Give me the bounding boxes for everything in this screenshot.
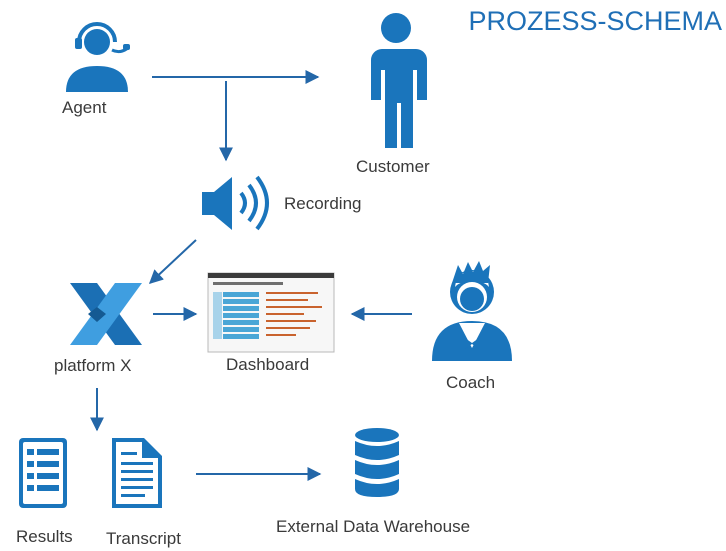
recording-label: Recording xyxy=(284,194,362,213)
connector-arrows xyxy=(90,70,412,481)
diagram-title: PROZESS-SCHEMA xyxy=(468,6,722,36)
warehouse-label: External Data Warehouse xyxy=(276,517,471,536)
coach-label: Coach xyxy=(446,373,496,392)
platform-label: platform X xyxy=(54,356,132,375)
coach-person-icon xyxy=(432,261,512,361)
results-list-icon xyxy=(19,438,67,508)
transcript-label: Transcript xyxy=(106,529,181,548)
speaker-icon xyxy=(202,175,269,231)
transcript-document-icon xyxy=(112,438,162,508)
database-icon xyxy=(355,428,399,497)
customer-label: Customer xyxy=(356,157,430,176)
agent-label: Agent xyxy=(62,98,107,117)
dashboard-label: Dashboard xyxy=(226,355,310,374)
customer-person-icon xyxy=(371,13,427,148)
results-label: Results xyxy=(16,527,73,546)
agent-headset-icon xyxy=(66,22,130,92)
arrow-recording-to-platform xyxy=(148,239,197,284)
dashboard-screenshot xyxy=(207,272,335,353)
platform-x-logo xyxy=(70,283,142,345)
